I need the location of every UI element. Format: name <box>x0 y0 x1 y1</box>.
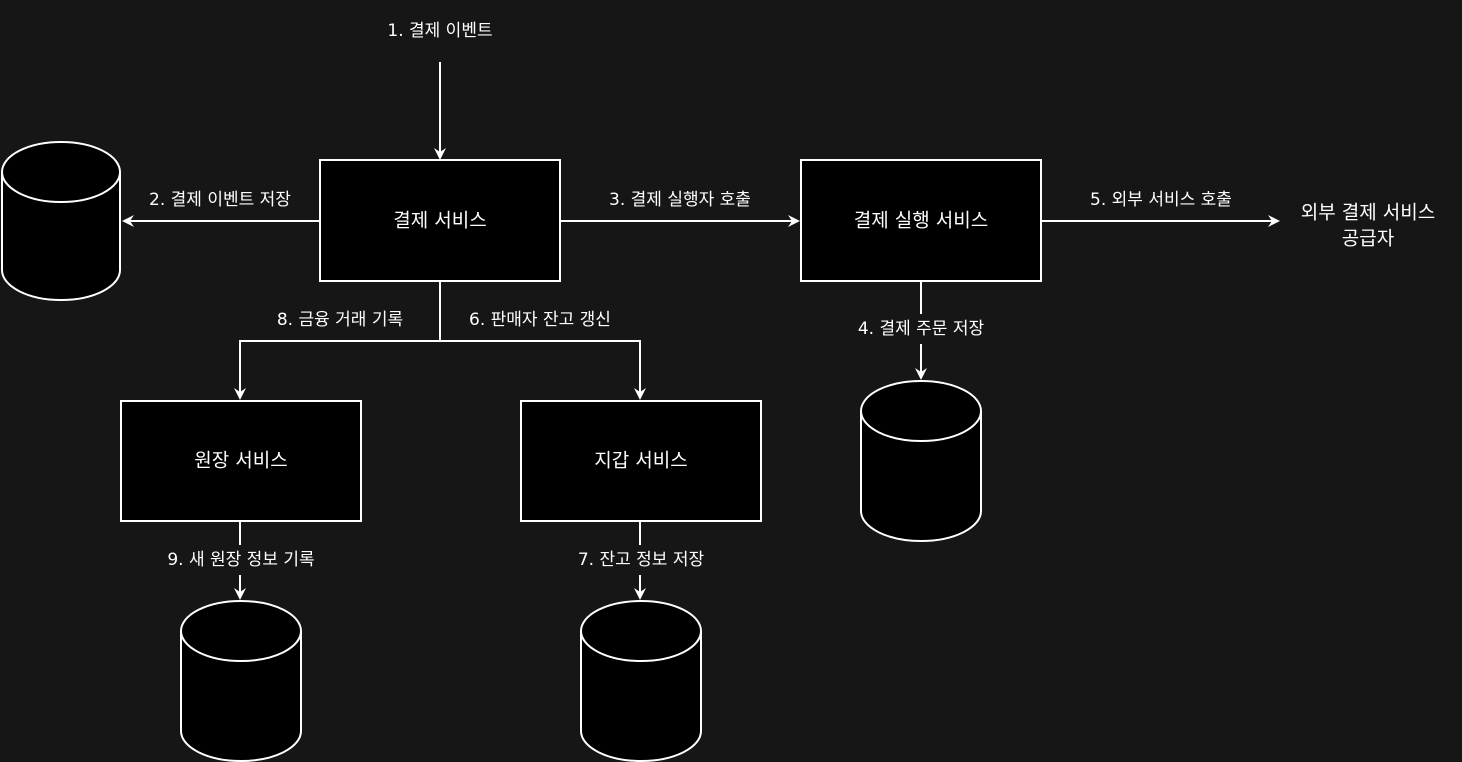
label-store-order: 4. 결제 주문 저장 <box>858 319 985 339</box>
ledger-database-icon <box>180 600 302 762</box>
edge-record-finance <box>234 340 440 400</box>
payment-executor-node: 결제 실행 서비스 <box>800 159 1042 282</box>
ledger-service-node: 원장 서비스 <box>120 400 362 522</box>
label-store-event: 2. 결제 이벤트 저장 <box>149 190 291 210</box>
label-payment-event: 1. 결제 이벤트 <box>387 21 492 41</box>
payment-executor-label: 결제 실행 서비스 <box>854 210 988 232</box>
ledger-service-label: 원장 서비스 <box>194 450 287 472</box>
external-psp-label-line1: 외부 결제 서비스 <box>1301 202 1435 224</box>
payment-service-label: 결제 서비스 <box>393 210 486 232</box>
label-call-external: 5. 외부 서비스 호출 <box>1090 190 1232 210</box>
label-call-executor: 3. 결제 실행자 호출 <box>609 190 751 210</box>
order-database-icon <box>860 380 982 542</box>
wallet-service-node: 지갑 서비스 <box>520 400 762 522</box>
wallet-service-label: 지갑 서비스 <box>594 450 687 472</box>
external-psp-label-line2: 공급자 <box>1342 228 1394 250</box>
label-store-balance: 7. 잔고 정보 저장 <box>578 550 705 570</box>
edge-update-balance <box>440 340 646 400</box>
payment-service-node: 결제 서비스 <box>319 159 561 282</box>
label-record-ledger: 9. 새 원장 정보 기록 <box>167 550 314 570</box>
label-update-balance: 6. 판매자 잔고 갱신 <box>469 310 611 330</box>
wallet-database-icon <box>580 600 702 762</box>
event-store-database-icon <box>1 141 121 301</box>
label-record-finance: 8. 금융 거래 기록 <box>277 310 403 330</box>
